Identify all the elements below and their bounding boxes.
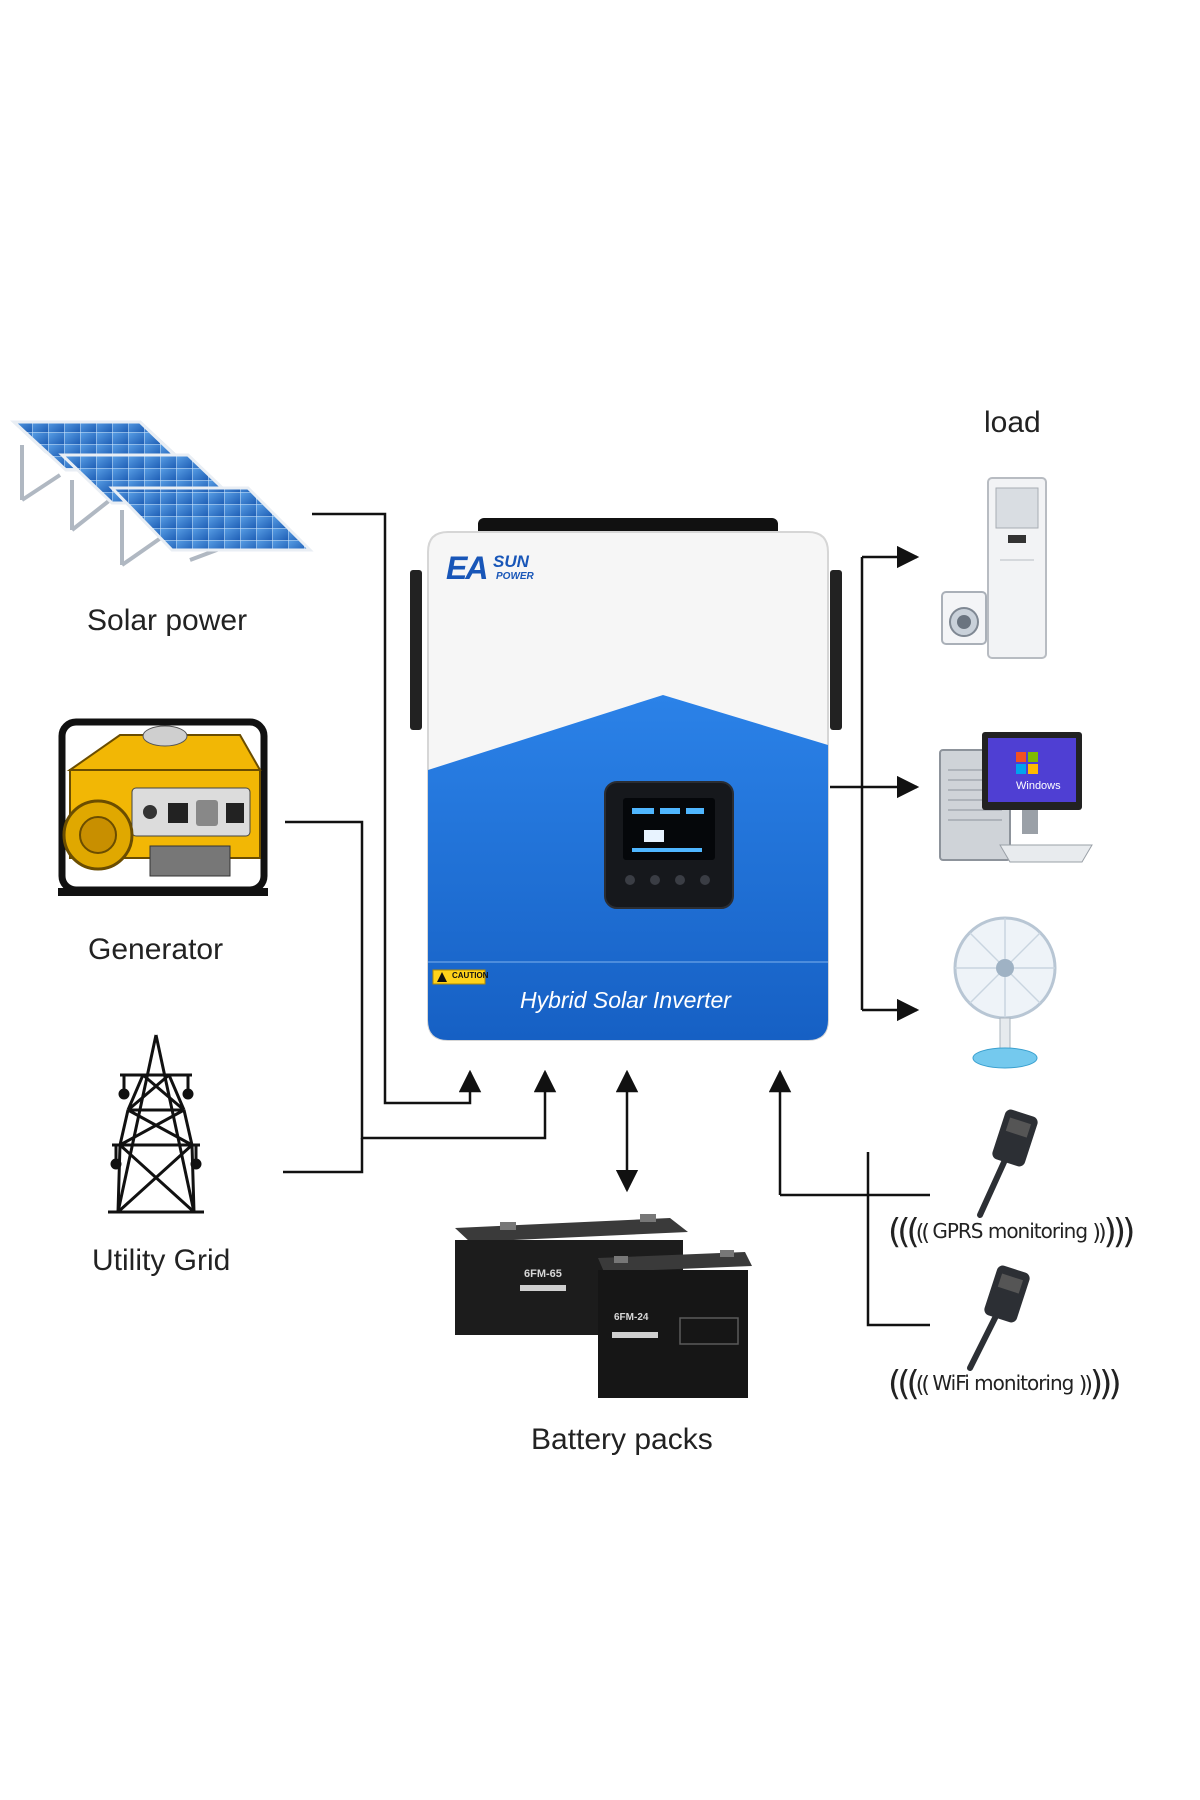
- utility-grid-label: Utility Grid: [92, 1244, 231, 1277]
- product-name: Hybrid Solar Inverter: [520, 987, 731, 1013]
- connection-lines: [283, 512, 930, 1327]
- power-tower-icon: [108, 1034, 204, 1214]
- generator-label: Generator: [88, 933, 224, 966]
- battery-packs-label: Battery packs: [531, 1423, 713, 1456]
- battery-large-model: 6FM-65: [524, 1268, 562, 1280]
- battery-small-model: 6FM-24: [614, 1312, 649, 1323]
- brand-logo-sun: SUN: [493, 552, 529, 571]
- wifi-monitoring-text: WiFi monitoring: [932, 1371, 1074, 1395]
- battery-small-icon: [598, 1250, 752, 1398]
- gprs-dongle-icon: [977, 1109, 1038, 1218]
- lcd-segments: [632, 808, 704, 852]
- os-label: Windows: [1016, 780, 1061, 792]
- load-label: load: [984, 406, 1041, 439]
- inverter-unit: [410, 518, 842, 1041]
- wifi-dongle-icon: [967, 1265, 1030, 1371]
- control-buttons: [625, 875, 710, 885]
- brand-logo-ea: EA: [446, 550, 488, 586]
- gprs-monitoring-label: ((((( GPRS monitoring ))))): [888, 1212, 1135, 1252]
- caution-sticker-text: CAUTION: [452, 971, 489, 980]
- grid-line: [283, 1138, 364, 1174]
- computer-icon: [939, 732, 1093, 863]
- monitoring-line: [780, 1072, 930, 1327]
- solar-line: [312, 512, 482, 1105]
- wifi-monitoring-label: ((((( WiFi monitoring ))))): [888, 1364, 1122, 1404]
- solar-panels-icon: [10, 420, 314, 567]
- generator-icon: [58, 718, 268, 896]
- brand-logo-power: POWER: [496, 571, 534, 582]
- washing-machine-icon: [941, 591, 987, 645]
- air-conditioner-icon: [987, 477, 1047, 659]
- gprs-monitoring-text: GPRS monitoring: [932, 1219, 1088, 1243]
- fan-icon: [953, 916, 1057, 1069]
- brand-logo: EA SUN POWER: [446, 550, 556, 590]
- solar-power-label: Solar power: [87, 604, 248, 637]
